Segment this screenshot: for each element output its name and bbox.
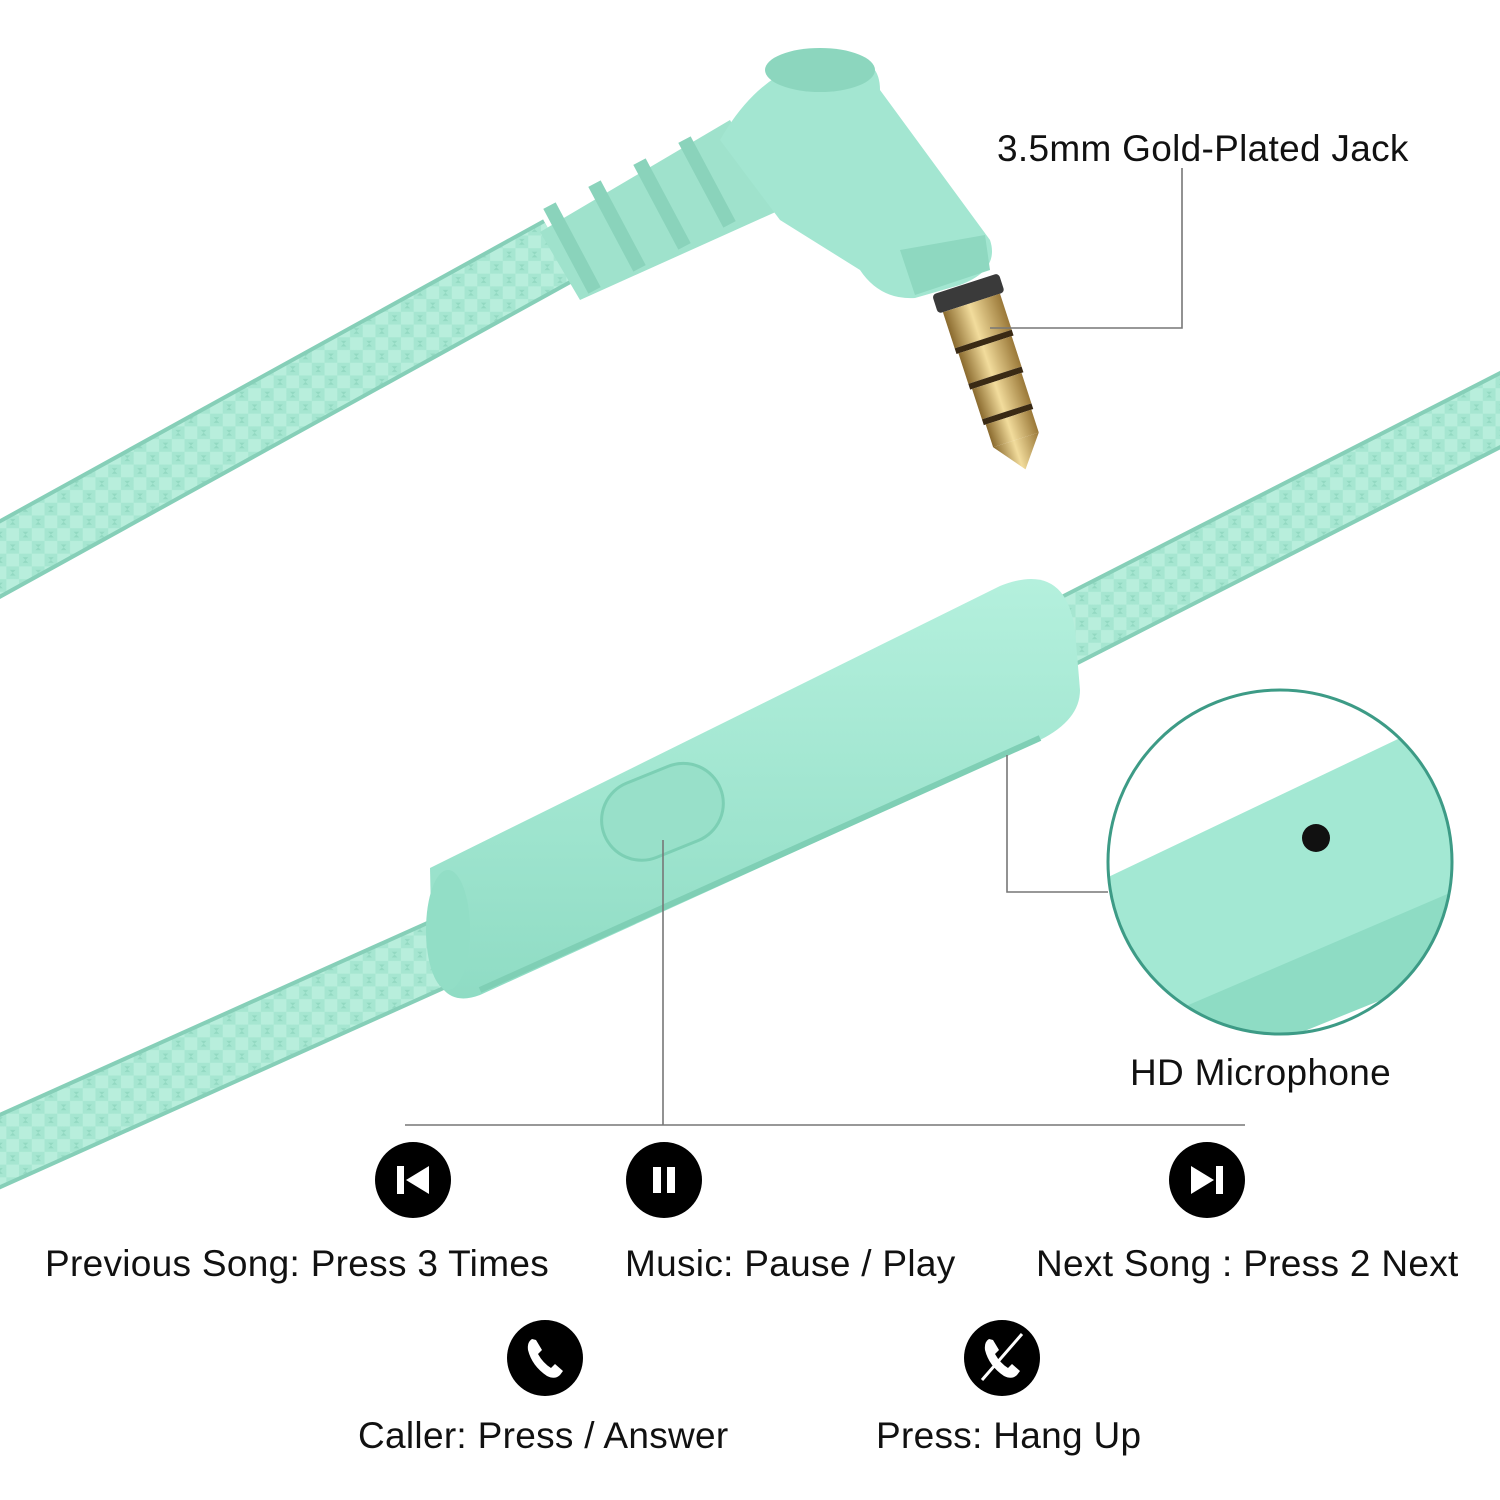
previous-song-label: Previous Song: Press 3 Times [45, 1243, 549, 1284]
lower-cable [0, 908, 485, 1190]
phone-answer-icon [507, 1320, 583, 1396]
pause-icon [626, 1142, 702, 1218]
previous-track-icon [375, 1142, 451, 1218]
strain-relief [540, 120, 780, 300]
mic-label: HD Microphone [1130, 1052, 1391, 1093]
mic-hole [1302, 824, 1330, 852]
pause-play-label: Music: Pause / Play [625, 1243, 956, 1284]
next-song-label: Next Song : Press 2 Next [1036, 1243, 1459, 1284]
answer-call-label: Caller: Press / Answer [358, 1415, 729, 1456]
upper-cable [0, 219, 577, 599]
inline-remote [426, 578, 1080, 999]
phone-hangup-icon [964, 1320, 1040, 1396]
hang-up-label: Press: Hang Up [876, 1415, 1142, 1456]
jack-label: 3.5mm Gold-Plated Jack [997, 128, 1409, 169]
leader-lines [405, 168, 1245, 1126]
gold-plug [933, 274, 1039, 470]
next-track-icon [1169, 1142, 1245, 1218]
right-cable [1034, 370, 1500, 672]
jack-housing [720, 48, 992, 299]
